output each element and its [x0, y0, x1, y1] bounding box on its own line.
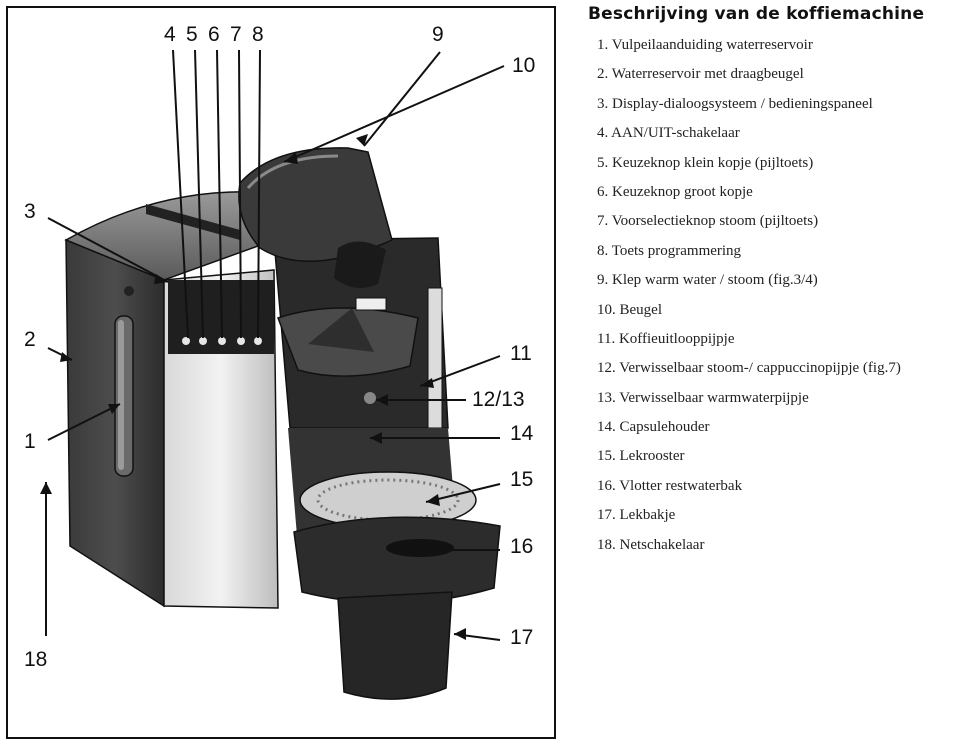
legend-item: 11. Koffieuitlooppijpje [597, 330, 735, 347]
callout-labels: 4 5 6 7 8 9 10 3 2 11 12/13 1 14 15 16 1… [24, 23, 535, 671]
brew-module [238, 147, 458, 548]
legend-item: 9. Klep warm water / stoom (fig.3/4) [597, 272, 818, 289]
legend-item: 14. Capsulehouder [597, 419, 710, 436]
callout-2: 2 [24, 328, 36, 351]
callout-4: 4 [164, 23, 176, 46]
legend-item: 4. AAN/UIT-schakelaar [597, 125, 740, 142]
callout-6: 6 [208, 23, 220, 46]
coffee-machine-illustration: 4 5 6 7 8 9 10 3 2 11 12/13 1 14 15 16 1… [24, 23, 535, 700]
legend-item: 7. Voorselectieknop stoom (pijltoets) [597, 213, 819, 230]
callout-3: 3 [24, 200, 36, 223]
legend-item: 16. Vlotter restwaterbak [597, 477, 743, 494]
legend-list: 1. Vulpeilaanduiding waterreservoir 2. W… [588, 31, 960, 560]
callout-17: 17 [510, 626, 533, 649]
legend-item: 13. Verwisselbaar warmwaterpijpje [597, 389, 809, 406]
callout-5: 5 [186, 23, 198, 46]
callout-9: 9 [432, 23, 444, 46]
legend-item: 6. Keuzeknop groot kopje [597, 183, 753, 200]
callout-12-13: 12/13 [472, 388, 525, 411]
drip-tray [293, 471, 501, 700]
leader-lines [45, 49, 505, 641]
legend-title: Beschrijving van de koffiemachine [588, 4, 925, 24]
legend-item: 18. Netschakelaar [597, 536, 705, 553]
callout-15: 15 [510, 468, 533, 491]
legend-item: 15. Lekrooster [597, 448, 685, 465]
legend-item: 2. Waterreservoir met draagbeugel [597, 66, 804, 83]
legend-item: 5. Keuzeknop klein kopje (pijltoets) [597, 154, 814, 171]
callout-7: 7 [230, 23, 242, 46]
legend-item: 3. Display-dialoogsysteem / bedieningspa… [597, 95, 873, 112]
legend-item: 12. Verwisselbaar stoom-/ cappuccinopijp… [597, 360, 901, 377]
callout-18: 18 [24, 648, 47, 671]
legend-item: 8. Toets programmering [597, 242, 742, 259]
callout-8: 8 [252, 23, 264, 46]
callout-14: 14 [510, 422, 534, 445]
front-panel [163, 269, 279, 609]
legend-item: 10. Beugel [597, 301, 662, 318]
figure-frame: 4 5 6 7 8 9 10 3 2 11 12/13 1 14 15 16 1… [6, 6, 556, 739]
drip-tray-base [337, 591, 453, 700]
callout-1: 1 [24, 430, 36, 453]
callout-16: 16 [510, 535, 533, 558]
legend-item: 1. Vulpeilaanduiding waterreservoir [597, 37, 813, 53]
water-reservoir [64, 190, 282, 608]
parts-legend: Beschrijving van de koffiemachine 1. Vul… [588, 4, 960, 560]
callout-11: 11 [510, 342, 532, 365]
callout-10: 10 [512, 54, 535, 77]
legend-item: 17. Lekbakje [597, 507, 676, 524]
control-buttons [182, 337, 262, 345]
arrow-heads [40, 134, 466, 640]
